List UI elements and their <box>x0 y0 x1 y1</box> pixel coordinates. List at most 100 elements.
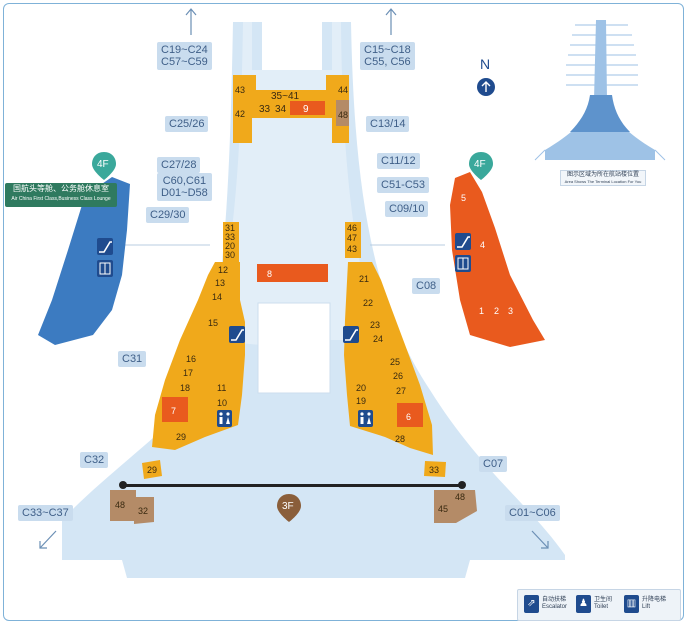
shop-num: 33 <box>225 232 235 242</box>
gate-label-c32: C32 <box>80 452 109 468</box>
shop-7 <box>162 397 188 422</box>
gate-label-c08: C08 <box>412 278 441 294</box>
shop-num: 20 <box>356 383 366 393</box>
shop-8 <box>257 264 328 282</box>
shop-6 <box>397 403 423 427</box>
shop-num: 11 <box>217 383 226 393</box>
lounge-label-cn: 国航头等舱、公务舱休息室 <box>13 184 109 193</box>
shop-num: 22 <box>363 298 373 308</box>
shop-num: 21 <box>359 274 369 284</box>
lift-icon[interactable] <box>455 255 471 272</box>
shop-num: 2 <box>494 306 499 316</box>
gate-label-c33-c37: C33~C37 <box>18 505 73 521</box>
shop-num: 15 <box>208 318 218 328</box>
shop-num: 18 <box>180 383 190 393</box>
shop-num: 29 <box>147 465 157 475</box>
shop-num: 10 <box>217 398 227 408</box>
gate-label-c15-c56: C15~C18 C55, C56 <box>360 42 415 70</box>
escalator-icon[interactable] <box>455 233 471 250</box>
shop-num: 26 <box>393 371 403 381</box>
shop-lower-right <box>434 490 477 523</box>
shop-zone-right <box>450 172 545 347</box>
shop-num: 28 <box>395 434 405 444</box>
shop-num: 33 <box>259 104 271 115</box>
shop-num: 12 <box>218 265 228 275</box>
lounge-label: 国航头等舱、公务舱休息室 Air China First Class,Busin… <box>5 183 117 207</box>
shop-num: 30 <box>225 250 235 260</box>
svg-text:4F: 4F <box>474 159 486 170</box>
shop-num: 16 <box>186 354 196 364</box>
gate-label-c29-30: C29/30 <box>146 207 190 223</box>
floor-badge-center: 3F <box>277 494 301 522</box>
shop-num: 48 <box>115 500 125 510</box>
shop-num: 5 <box>461 193 466 203</box>
gate-label-c51-53: C51-C53 <box>377 177 430 193</box>
escalator-icon[interactable] <box>229 326 245 343</box>
shop-num: 7 <box>171 406 176 416</box>
shop-48-top <box>336 100 349 126</box>
shop-num: 34 <box>275 104 287 115</box>
shop-num: 17 <box>183 368 193 378</box>
shop-num: 9 <box>303 104 309 115</box>
shop-num: 35~41 <box>271 91 300 102</box>
escalator-icon[interactable] <box>343 326 359 343</box>
shop-num: 42 <box>235 109 245 119</box>
escalator-icon[interactable] <box>97 238 113 255</box>
svg-text:3F: 3F <box>282 501 294 512</box>
shop-lower-left <box>110 490 154 524</box>
shop-num: 8 <box>267 269 272 279</box>
shop-num: 20 <box>225 241 235 251</box>
shop-num: 14 <box>212 292 222 302</box>
floor-badge-left: 4F <box>92 152 116 180</box>
shop-33-lower <box>424 461 446 477</box>
shop-num: 19 <box>356 396 366 406</box>
shop-num: 31 <box>225 223 235 233</box>
gate-label-c19-c59: C19~C24 C57~C59 <box>157 42 212 70</box>
shop-block-upper-right <box>345 222 361 258</box>
gate-label-c09-10: C09/10 <box>385 201 429 217</box>
lounge-label-en: Air China First Class,Business Class Lou… <box>11 196 111 202</box>
shop-29-lower <box>142 460 162 479</box>
gate-label-c11-12: C11/12 <box>377 153 420 169</box>
shop-num: 13 <box>215 278 225 288</box>
shop-num: 33 <box>429 465 439 475</box>
atrium <box>257 302 331 394</box>
gate-label-c13-14: C13/14 <box>366 116 410 132</box>
gate-label-c25-26: C25/26 <box>165 116 209 132</box>
lift-icon[interactable] <box>97 260 113 277</box>
shop-num: 43 <box>235 85 245 95</box>
shop-num: 32 <box>138 506 148 516</box>
shop-num: 25 <box>390 357 400 367</box>
shop-num: 44 <box>338 85 348 95</box>
shop-num: 24 <box>373 334 383 344</box>
shop-num: 48 <box>338 110 348 120</box>
gate-label-c27-28: C27/28 <box>157 157 201 173</box>
toilet-icon[interactable] <box>358 410 373 427</box>
north-compass: N <box>477 56 495 96</box>
shop-num: 27 <box>396 386 406 396</box>
svg-text:N: N <box>480 56 490 72</box>
shop-num: 43 <box>347 244 357 254</box>
shop-num: 3 <box>508 306 513 316</box>
lounge-zone-left <box>38 177 130 345</box>
shop-num: 46 <box>347 223 357 233</box>
shop-num: 6 <box>406 412 411 422</box>
toilet-icon[interactable] <box>217 410 232 427</box>
map-frame <box>3 3 684 621</box>
escalator-icon: ⇗ <box>524 595 539 613</box>
shop-9 <box>290 101 325 115</box>
floor-badge-right: 4F <box>469 152 493 180</box>
shop-num: 48 <box>455 492 465 502</box>
lift-icon: ▥ <box>624 595 639 613</box>
shop-num: 29 <box>176 432 186 442</box>
svg-text:4F: 4F <box>97 159 109 170</box>
gate-label-c07: C07 <box>479 456 508 472</box>
shop-block-upper-left <box>223 222 239 262</box>
moving-walkway <box>120 484 465 487</box>
